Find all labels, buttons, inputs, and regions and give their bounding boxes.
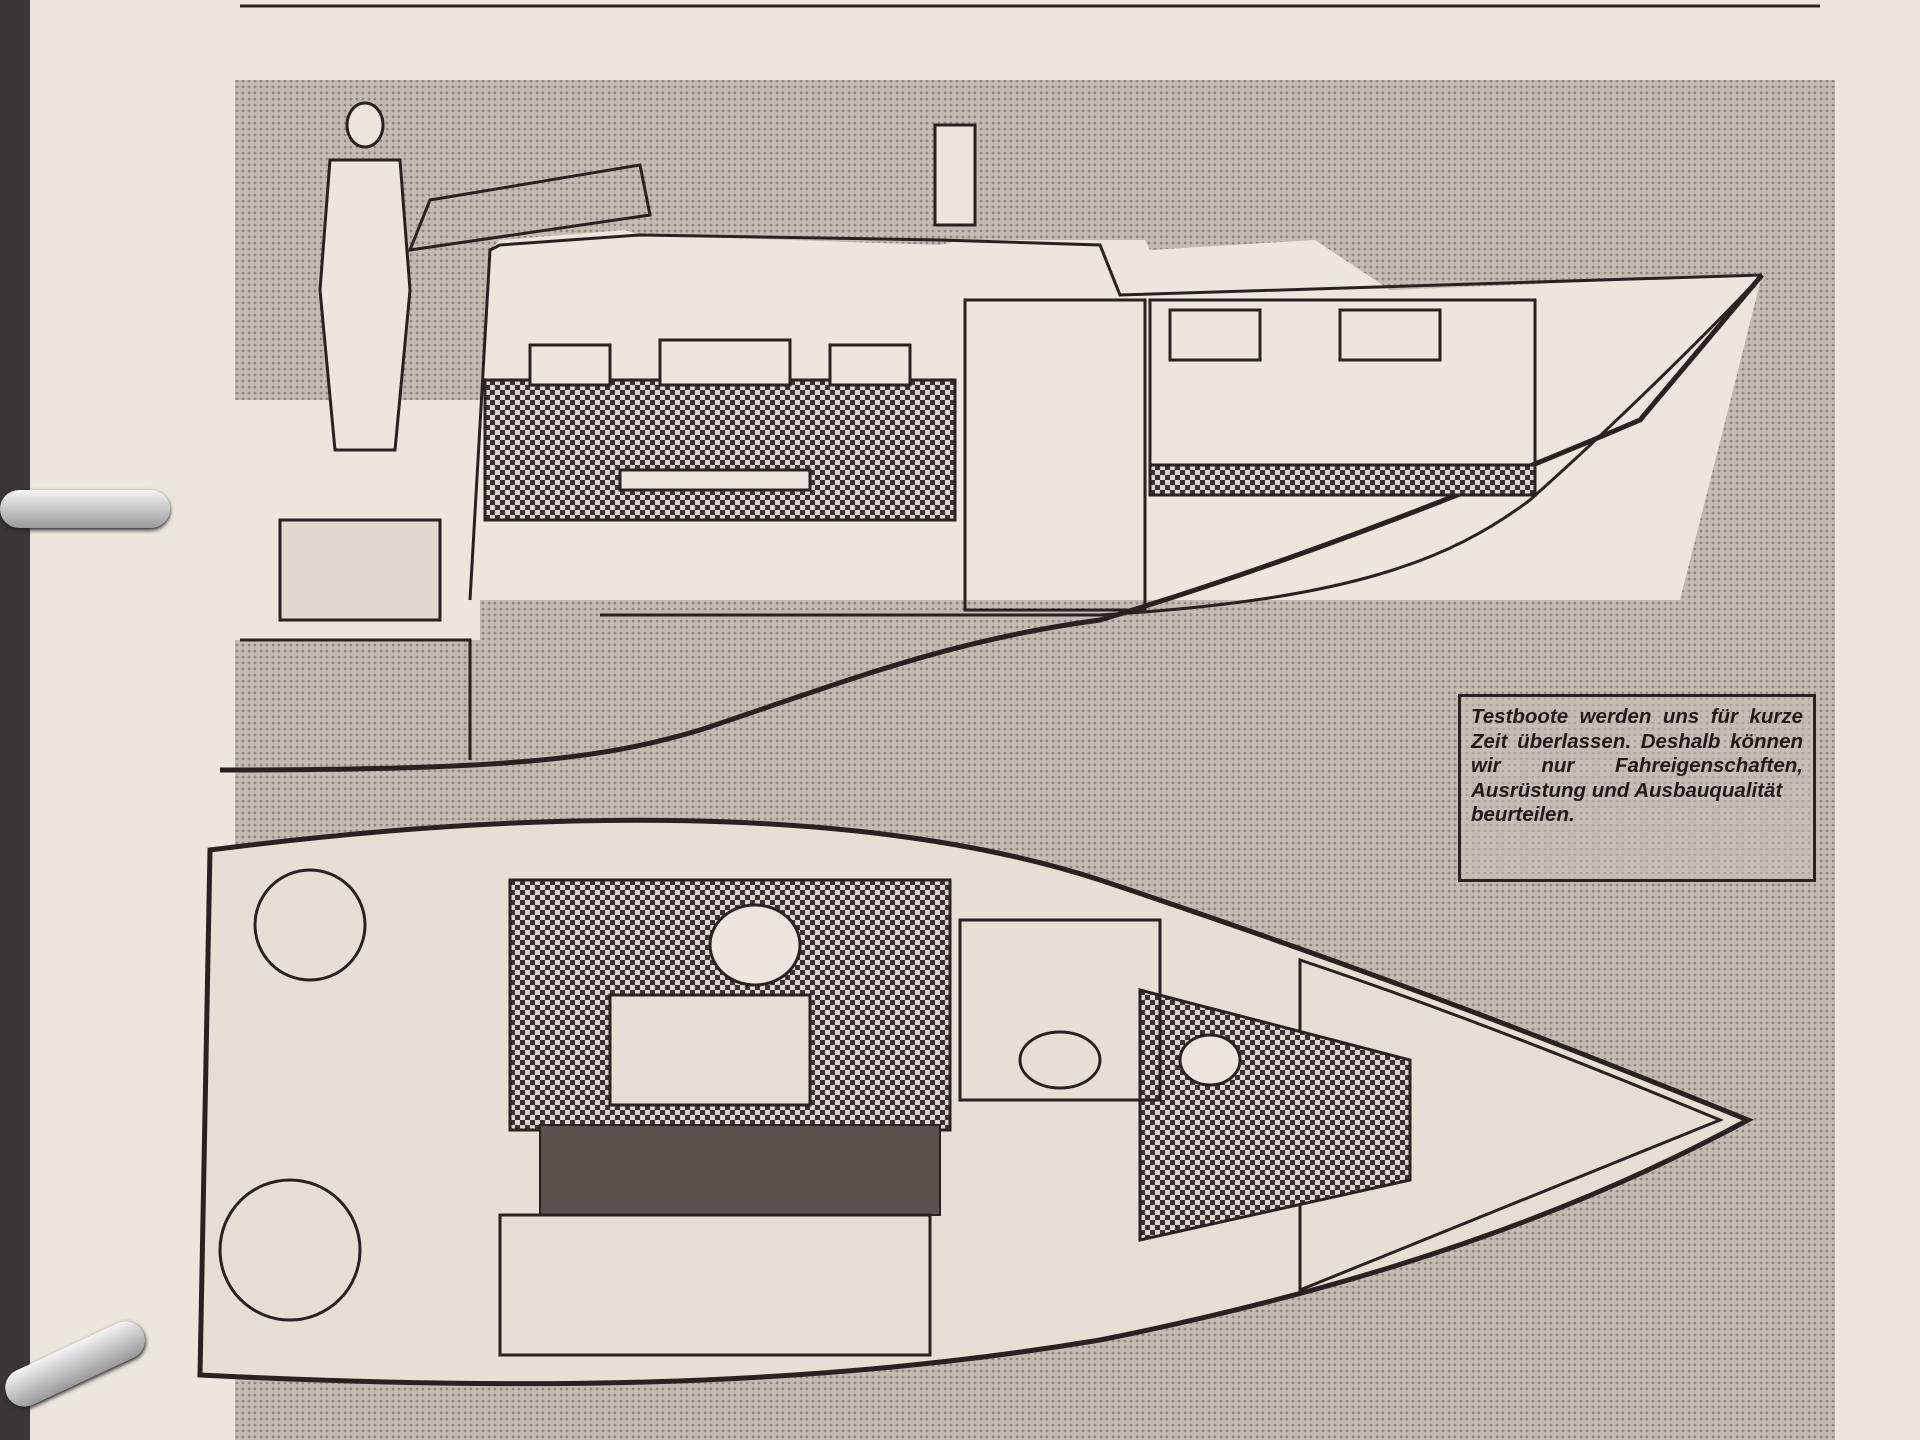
caption-text-end: beurteilen. bbox=[1471, 803, 1575, 826]
boat-illustration bbox=[197, 4, 1835, 1440]
caption-box: Testboote werden uns für kurze Zeit über… bbox=[1458, 694, 1816, 882]
magazine-page: Testboote werden uns für kurze Zeit über… bbox=[30, 0, 1920, 1440]
side-profile bbox=[219, 101, 1764, 773]
top-view bbox=[197, 817, 1754, 1387]
caption-text: Testboote werden uns für kurze Zeit über… bbox=[1471, 705, 1803, 802]
binder-ring-top bbox=[0, 490, 170, 528]
